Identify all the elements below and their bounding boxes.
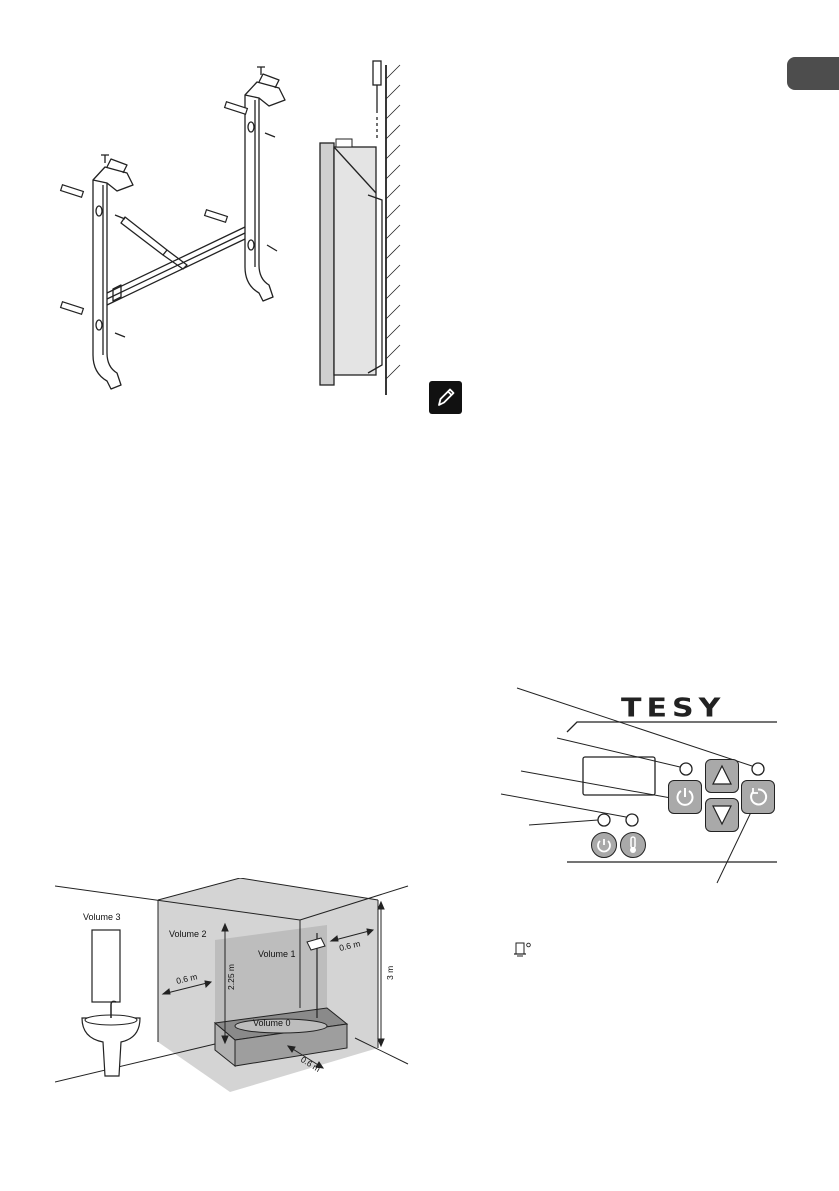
timer-button[interactable]: [741, 780, 775, 814]
power-icon: [676, 788, 694, 806]
bracket-mounting-figure: [59, 66, 286, 390]
arrow-down-icon: [712, 805, 732, 826]
control-panel-figure: TESY: [495, 680, 795, 885]
volume1-label: Volume 1: [258, 949, 296, 959]
volume2-label: Volume 2: [169, 929, 207, 939]
side-view-figure: [319, 60, 401, 395]
eco-mode-icon: [597, 839, 611, 853]
pencil-icon: [429, 381, 462, 414]
dist-left-label: 0.6 m: [175, 971, 198, 986]
timer-icon: [750, 788, 768, 806]
anti-frost-icon: [514, 942, 531, 957]
bathroom-volumes-figure: Volume 3 Volume 2 Volume 1 Volume 0 0.6 …: [55, 878, 409, 1092]
eco-button[interactable]: [591, 832, 617, 858]
dist-right-label: 0.6 m: [338, 938, 361, 953]
thermometer-icon: [630, 836, 636, 853]
power-button[interactable]: [668, 780, 702, 814]
height-room-label: 3 m: [385, 966, 395, 980]
language-tab: [787, 57, 839, 90]
anti-frost-button[interactable]: [620, 832, 646, 858]
up-button[interactable]: [705, 759, 739, 793]
down-button[interactable]: [705, 798, 739, 832]
arrow-up-icon: [712, 764, 732, 785]
volume0-label: Volume 0: [253, 1018, 291, 1028]
height-shower-label: 2.25 m: [226, 964, 236, 990]
volume3-label: Volume 3: [83, 912, 121, 922]
tesy-logo: TESY: [621, 693, 726, 724]
